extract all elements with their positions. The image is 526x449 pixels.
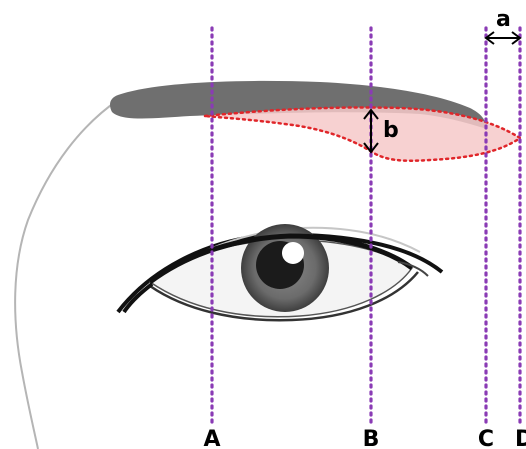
dimension-a-label: a (496, 7, 511, 32)
dimension-a-arrow (486, 32, 520, 44)
face-contour (15, 100, 118, 449)
guide-label-a: A (203, 427, 220, 449)
guide-label-d: D (515, 427, 526, 449)
guide-label-c: C (478, 427, 494, 449)
eye-highlight (282, 242, 304, 264)
guide-label-b: B (363, 427, 380, 449)
dimension-b-label: b (383, 118, 399, 143)
